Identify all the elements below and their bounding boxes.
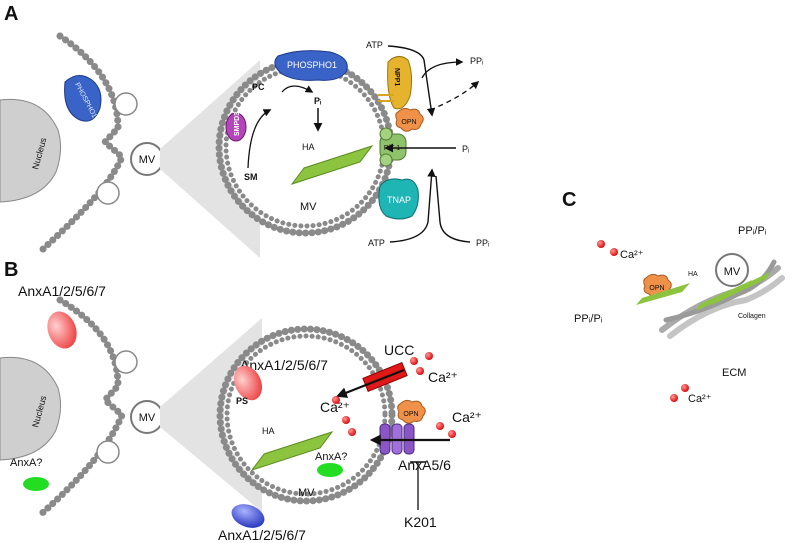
anx-top-label: AnxA1/2/5/6/7 [18, 283, 106, 299]
pit1-lobe-2 [379, 153, 393, 167]
anxa-q-inner-label: AnxA? [315, 451, 347, 463]
phospho1-icon [274, 50, 348, 81]
atp-bottom-flow [389, 168, 436, 243]
mv-circle-c [715, 253, 749, 287]
ppi-bottom-label: PPᵢ [476, 238, 489, 248]
phospho1-icon-small [64, 75, 102, 122]
mv-big-a-fill [223, 65, 387, 229]
collagen-label: Collagen [738, 313, 766, 320]
vesicle-bud-b1 [114, 350, 138, 374]
smpd3-icon [225, 112, 247, 142]
ha-crystal-b [250, 431, 334, 471]
ca-right-label: Ca²⁺ [452, 409, 482, 425]
panel-a-letter: A [4, 3, 18, 25]
tnap-icon [378, 178, 419, 220]
ha-crystal-c3 [712, 272, 770, 305]
sm-label: SM [244, 172, 258, 182]
anxa56-label: AnxA5/6 [398, 457, 451, 473]
calcium-dot-c1 [597, 240, 605, 248]
opn-label-a: OPN [401, 119, 416, 126]
calcium-dot-c3 [681, 384, 689, 392]
ppi-bottom-flow [435, 175, 471, 243]
atp-to-ppi-flow [387, 45, 436, 117]
vesicle-bud-a2 [96, 181, 120, 205]
ha-label-c: HA [688, 271, 698, 278]
calcium-dot-c4 [670, 394, 678, 402]
nucleus-shape-b [0, 356, 62, 461]
ha-label-b: HA [262, 426, 275, 436]
annexin-red-cell [47, 311, 77, 349]
mv-big-b-inner-membrane [224, 333, 388, 497]
collagen-fibril-2 [667, 275, 785, 339]
nucleus-shape-a [0, 98, 62, 203]
ppi-release-arrow [421, 58, 464, 79]
ppi-pi-left-label: PPᵢ/Pᵢ [574, 313, 603, 325]
calcium-dot-b8 [448, 430, 456, 438]
calcium-dot-b6 [332, 396, 340, 404]
npp1-label: NPP1 [393, 68, 400, 86]
calcium-dot-b7 [436, 422, 444, 430]
mv-label-a: MV [139, 154, 156, 166]
ca-top-label-c: Ca²⁺ [620, 249, 644, 261]
phospho1-label: PHOSPHO1 [287, 60, 337, 70]
ha-crystal-a [290, 145, 374, 185]
pc-label: PC [252, 82, 265, 92]
ecm-label: ECM [722, 367, 746, 379]
annexin-green-mv [317, 463, 343, 477]
pit1-lobe-1 [379, 127, 393, 141]
calcium-dot-b2 [425, 352, 433, 360]
ca-bottom-label-c: Ca²⁺ [688, 393, 712, 405]
ppi-pi-right-label: PPᵢ/Pᵢ [738, 225, 767, 237]
pi-right-label: Pᵢ [462, 144, 469, 154]
anxa-q-label: AnxA? [10, 457, 42, 469]
anx-inner-label: AnxA1/2/5/6/7 [240, 357, 328, 373]
calcium-dot-b5 [348, 428, 356, 436]
opn-icon-a [395, 107, 424, 132]
ps-label: PS [236, 396, 248, 406]
calcium-dot-b3 [416, 367, 424, 375]
panel-a: A Nucleus PHOSPHO1 MV PHOSPHO1 PC Pᵢ SMP… [0, 3, 489, 258]
ucc-label: UCC [384, 342, 414, 358]
mv-label-c: MV [724, 266, 741, 278]
atp-bottom-label: ATP [368, 238, 385, 248]
panel-c: C PPᵢ/Pᵢ Ca²⁺ OPN HA MV PPᵢ/Pᵢ Collagen … [562, 189, 785, 405]
calcium-dot-b1 [410, 357, 418, 365]
ca-in-label: Ca²⁺ [320, 399, 350, 415]
opn-icon-b [397, 399, 426, 424]
panel-b-letter: B [4, 259, 18, 281]
pc-arrow [281, 85, 314, 93]
opn-label-b: OPN [403, 411, 418, 418]
mv-inner-label-b: MV [298, 487, 315, 499]
vesicle-bud-a1 [114, 92, 138, 116]
ha-label-a: HA [302, 142, 315, 152]
cell-membrane-a [38, 32, 127, 254]
cell-membrane-b [36, 296, 127, 519]
ucc-influx-arrow [335, 368, 405, 398]
panel-b: B AnxA1/2/5/6/7 Nucleus AnxA? MV UCC Anx… [0, 259, 482, 543]
ca-out-label: Ca²⁺ [428, 369, 458, 385]
atp-top-label: ATP [366, 40, 383, 50]
annexin-green-cell [23, 477, 49, 491]
anx-bottom-label: AnxA1/2/5/6/7 [218, 527, 306, 543]
smpd3-label: SMPD3 [234, 112, 241, 136]
annexin-blue-mv [231, 504, 265, 528]
ppi-dashed-arrow [429, 80, 480, 111]
panel-c-letter: C [562, 189, 576, 211]
pi-label-a-inner: Pᵢ [314, 96, 322, 106]
annexin-red-mv [233, 365, 263, 401]
vesicle-bud-b2 [96, 440, 120, 464]
mv-label-b: MV [139, 412, 156, 424]
tnap-label: TNAP [387, 195, 411, 205]
smpd3-arrow [247, 109, 272, 169]
ppi-top-label: PPᵢ [470, 56, 483, 66]
mv-inner-label-a: MV [300, 201, 317, 213]
k201-label: K201 [404, 514, 437, 530]
opn-label-c: OPN [649, 285, 664, 292]
calcium-dot-c2 [610, 248, 618, 256]
mv-big-b-membrane [216, 325, 396, 505]
ha-crystal-c1 [636, 283, 690, 305]
calcium-dot-b4 [342, 416, 350, 424]
